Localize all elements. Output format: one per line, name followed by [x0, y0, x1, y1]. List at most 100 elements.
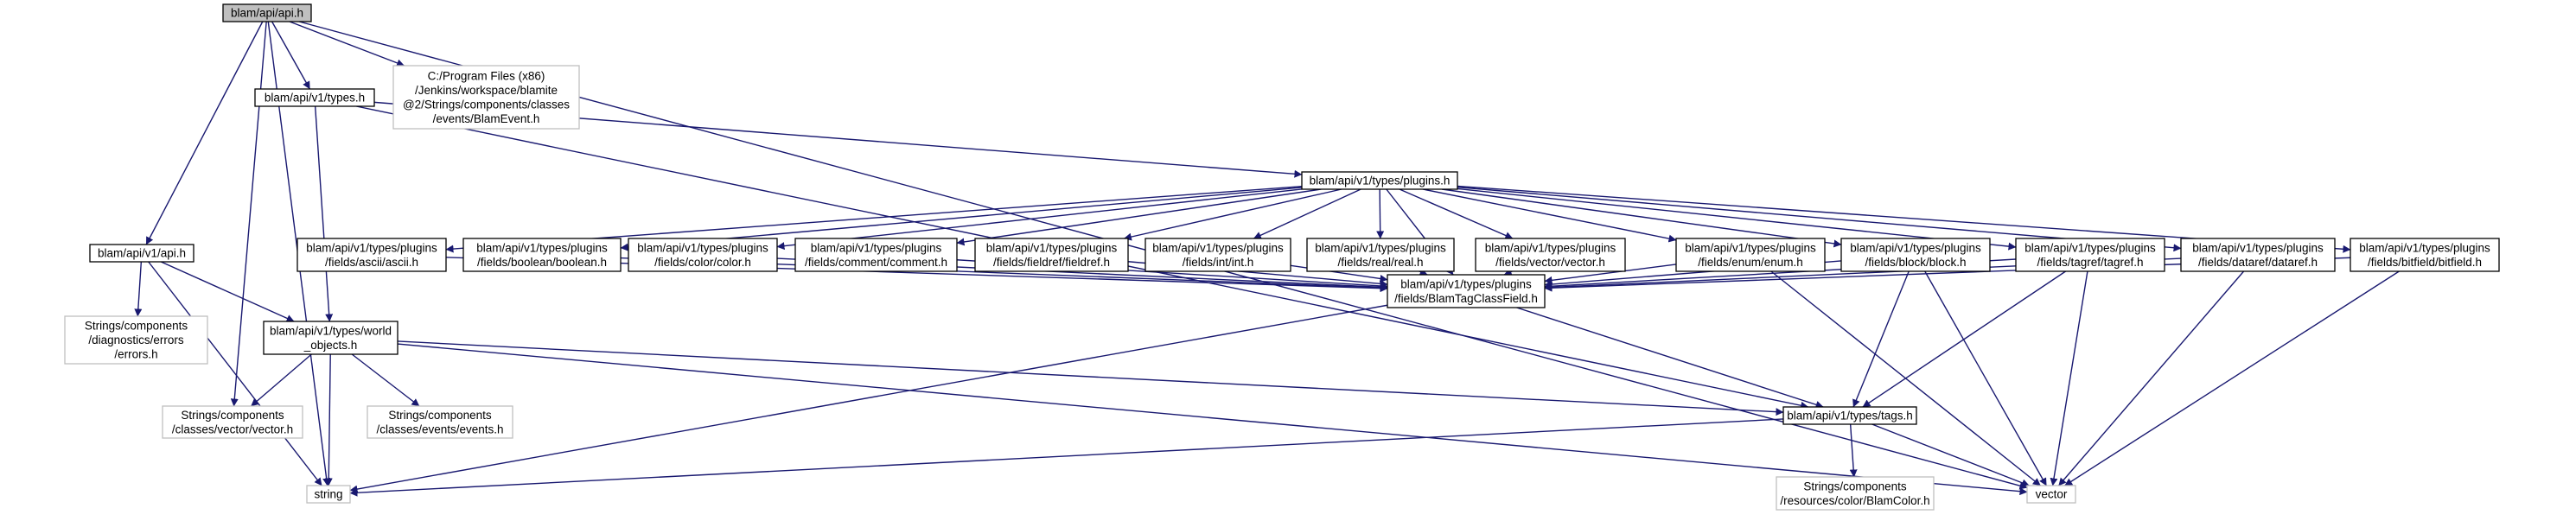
node-types-h[interactable]: blam/api/v1/types.h — [254, 88, 375, 107]
node-label-line: blam/api/v1/types/plugins — [811, 241, 942, 254]
node-label-line: /diagnostics/errors — [88, 334, 184, 346]
node-label-line: _objects.h — [303, 339, 358, 352]
node-box — [794, 238, 958, 272]
node-ascii-h[interactable]: blam/api/v1/types/plugins/fields/ascii/a… — [296, 238, 447, 272]
include-edge-real_h-to-blamtagclassfield_h — [1419, 268, 1428, 276]
node-enum-h[interactable]: blam/api/v1/types/plugins/fields/enum/en… — [1675, 238, 1826, 272]
node-label-line: /fields/enum/enum.h — [1698, 256, 1803, 269]
include-edge-tagref_h-to-vector — [2050, 270, 2088, 486]
node-label-line: /fields/vector/vector.h — [1495, 256, 1605, 269]
node-real-h[interactable]: blam/api/v1/types/plugins/fields/real/re… — [1306, 238, 1455, 272]
node-label-line: /errors.h — [114, 348, 157, 361]
node-world-objects-h[interactable]: blam/api/v1/types/world_objects.h — [263, 321, 399, 355]
include-edge-world_objects_h-to-vector — [397, 343, 2028, 496]
node-blamcolor-h: Strings/components/resources/color/BlamC… — [1776, 476, 1935, 511]
include-edge-plugins_h-to-enum_h — [1422, 188, 1677, 243]
include-edge-api_h-to-v1_api_h — [145, 21, 264, 245]
node-label-line: /fields/int/int.h — [1183, 256, 1254, 269]
node-label-line: /classes/events/events.h — [376, 423, 503, 435]
node-bitfield-h[interactable]: blam/api/v1/types/plugins/fields/bitfiel… — [2350, 238, 2500, 272]
node-v1-api-h[interactable]: blam/api/v1/api.h — [89, 244, 194, 263]
node-label-line: /Jenkins/workspace/blamite — [415, 84, 558, 97]
node-box — [222, 3, 312, 22]
include-edge-world_objects_h-to-vector_vector_h — [251, 353, 312, 407]
node-box — [2350, 238, 2500, 272]
node-tagref-h[interactable]: blam/api/v1/types/plugins/fields/tagref/… — [2015, 238, 2165, 272]
node-label-line: blam/api/v1/types/plugins — [306, 241, 437, 254]
node-comment-h[interactable]: blam/api/v1/types/plugins/fields/comment… — [794, 238, 958, 272]
node-label-line: blam/api/v1/types/plugins — [1315, 241, 1446, 254]
node-box — [367, 405, 513, 439]
node-vector-vector-h: Strings/components/classes/vector/vector… — [162, 405, 303, 439]
node-label-line: blam/api/v1/types/tags.h — [1787, 410, 1913, 423]
node-label-line: /fields/ascii/ascii.h — [325, 256, 418, 269]
node-label-line: blam/api/v1/types/plugins — [2192, 241, 2324, 254]
include-edge-api_h-to-types_h — [271, 21, 310, 90]
include-edge-blamtagclassfield_h-to-string — [349, 304, 1388, 493]
node-block-h[interactable]: blam/api/v1/types/plugins/fields/block/b… — [1840, 238, 1991, 272]
node-box — [1475, 238, 1626, 272]
include-edge-tags_h-to-string — [349, 418, 1784, 497]
node-color-h[interactable]: blam/api/v1/types/plugins/fields/color/c… — [628, 238, 778, 272]
node-api-h[interactable]: blam/api/api.h — [222, 3, 312, 22]
node-box — [306, 485, 351, 504]
include-edge-block_h-to-tags_h — [1852, 270, 1910, 408]
node-int-h[interactable]: blam/api/v1/types/plugins/fields/int/int… — [1145, 238, 1291, 272]
node-label-line: blam/api/v1/types/plugins — [1485, 241, 1616, 254]
include-edge-types_h-to-world_objects_h — [314, 105, 334, 322]
node-label-line: blam/api/v1/types/plugins — [1685, 241, 1816, 254]
node-boolean-h[interactable]: blam/api/v1/types/plugins/fields/boolean… — [462, 238, 622, 272]
node-label-line: /fields/color/color.h — [654, 256, 751, 269]
node-box — [296, 238, 447, 272]
include-edge-tags_h-to-vector — [1871, 423, 2030, 487]
node-label-line: blam/api/v1/types/plugins — [1850, 241, 1981, 254]
node-label-line: blam/api/v1/types.h — [265, 92, 365, 105]
include-edge-bitfield_h-to-vector — [2064, 270, 2400, 486]
node-label-line: /events/BlamEvent.h — [433, 112, 540, 125]
node-vector-field-h[interactable]: blam/api/v1/types/plugins/fields/vector/… — [1475, 238, 1626, 272]
node-errors-h: Strings/components/diagnostics/errors/er… — [64, 315, 208, 365]
node-plugins-h[interactable]: blam/api/v1/types/plugins.h — [1301, 171, 1458, 190]
node-label-line: blam/api/v1/types/plugins — [637, 241, 768, 254]
node-box — [462, 238, 622, 272]
node-box — [2180, 238, 2336, 272]
include-edge-vector_field_h-to-blamtagclassfield_h — [1503, 268, 1513, 276]
include-edge-plugins_h-to-block_h — [1441, 188, 1842, 248]
node-label-line: blam/api/v1/types/plugins — [986, 241, 1118, 254]
node-events-h: Strings/components/classes/events/events… — [367, 405, 513, 439]
include-edge-world_objects_h-to-string — [324, 353, 333, 486]
node-label-line: /classes/vector/vector.h — [172, 423, 293, 435]
node-box — [263, 321, 399, 355]
node-box — [1145, 238, 1291, 272]
node-box — [628, 238, 778, 272]
node-label-line: /fields/block/block.h — [1865, 256, 1966, 269]
node-tags-h[interactable]: blam/api/v1/types/tags.h — [1782, 406, 1917, 425]
node-box — [1776, 476, 1935, 511]
node-dataref-h[interactable]: blam/api/v1/types/plugins/fields/dataref… — [2180, 238, 2336, 272]
node-box — [1840, 238, 1991, 272]
include-edge-api_h-to-blam_event — [289, 21, 405, 67]
include-edge-enum_h-to-blamtagclassfield_h — [1544, 264, 1677, 284]
node-fieldref-h[interactable]: blam/api/v1/types/plugins/fields/fieldre… — [974, 238, 1129, 272]
include-edge-world_objects_h-to-events_h — [351, 353, 420, 407]
node-label-line: blam/api/v1/types/plugins — [2024, 241, 2156, 254]
node-label-line: blam/api/api.h — [231, 7, 303, 20]
node-box — [392, 65, 580, 130]
node-box — [1675, 238, 1826, 272]
node-label-line: @2/Strings/components/classes — [403, 98, 570, 111]
node-label-line: /fields/bitfield/bitfield.h — [2368, 256, 2482, 269]
node-blamtagclassfield-h[interactable]: blam/api/v1/types/plugins/fields/BlamTag… — [1387, 274, 1546, 308]
node-box — [1301, 171, 1458, 190]
include-edge-plugins_h-to-color_h — [776, 188, 1303, 251]
include-edge-blamtagclassfield_h-to-tags_h — [1516, 307, 1824, 409]
node-vector: vector — [2026, 485, 2076, 504]
node-box — [974, 238, 1129, 272]
node-label-line: Strings/components — [85, 320, 188, 333]
include-edge-plugins_h-to-fieldref_h — [1123, 188, 1342, 241]
node-box — [1782, 406, 1917, 425]
node-box — [162, 405, 303, 439]
include-edge-plugins_h-to-vector_field_h — [1399, 188, 1514, 239]
node-label-line: blam/api/v1/types/plugins — [1152, 241, 1284, 254]
